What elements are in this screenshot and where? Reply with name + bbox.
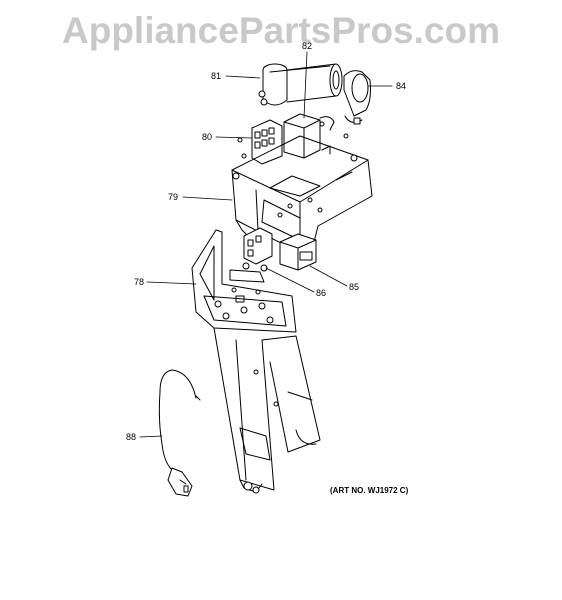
component-part-85 <box>279 233 317 271</box>
callout-79: 79 <box>168 192 178 202</box>
strap-part-84 <box>343 70 371 125</box>
relay-part-80 <box>237 119 283 165</box>
callout-82: 82 <box>302 41 312 51</box>
transformer-part-82 <box>283 113 335 159</box>
callout-85: 85 <box>349 282 359 292</box>
callout-78: 78 <box>134 277 144 287</box>
callout-80: 80 <box>202 132 212 142</box>
site-watermark: AppliancePartsPros.com <box>62 10 500 51</box>
lower-bracket <box>213 327 321 494</box>
component-part-86 <box>242 227 273 272</box>
callout-86: 86 <box>316 288 326 298</box>
mounting-plate-part-78 <box>191 229 297 333</box>
capacitor-part-81 <box>258 63 343 106</box>
power-cord-part-88 <box>158 369 201 497</box>
leader-lines <box>139 51 393 438</box>
callout-88: 88 <box>126 432 136 442</box>
callout-81: 81 <box>211 71 221 81</box>
callout-84: 84 <box>396 81 406 91</box>
housing-part-79 <box>231 133 373 259</box>
art-number-label: (ART NO. WJ1972 C) <box>330 486 409 495</box>
